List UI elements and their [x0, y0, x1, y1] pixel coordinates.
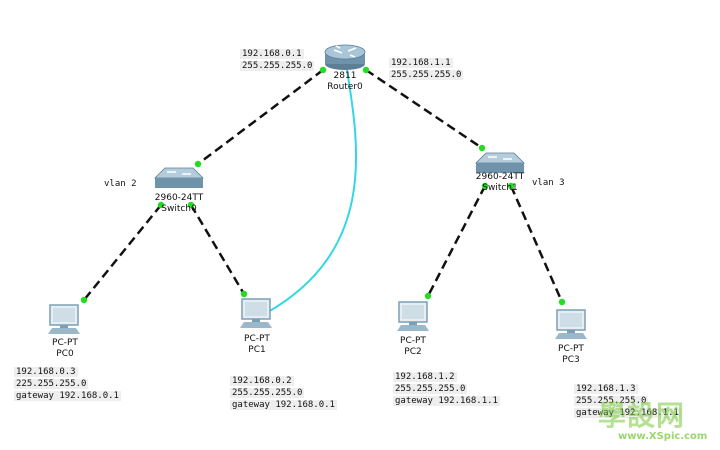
pc1-name: PC1	[248, 345, 266, 355]
console-cable[interactable]	[267, 69, 358, 313]
pc-icon[interactable]	[48, 304, 80, 334]
pc3-mask: 255.255.255.0	[574, 396, 649, 406]
pc0-ip: 192.168.0.3	[14, 367, 78, 377]
watermark-url: www.XSpic.com	[618, 431, 708, 442]
switch0-name: Switch0	[161, 204, 197, 214]
pc-icon[interactable]	[240, 298, 272, 328]
link-switch0-pc0[interactable]	[83, 204, 162, 301]
pc2-type: PC-PT	[400, 336, 426, 346]
router-if0-ip: 192.168.0.1	[240, 49, 304, 59]
pc3-name: PC3	[562, 355, 580, 365]
pc2-config: 192.168.1.2 255.255.255.0 gateway 192.168.…	[393, 371, 500, 407]
link-switch1-pc3[interactable]	[509, 185, 564, 303]
port-dot	[240, 290, 248, 298]
pc0-config: 192.168.0.3 225.255.255.0 gateway 192.168.…	[14, 366, 121, 402]
watermark-text: 學設网	[598, 399, 686, 432]
switch0-vlan: vlan 2	[104, 179, 137, 189]
link-switch0-pc1[interactable]	[189, 204, 246, 295]
router-icon[interactable]	[324, 44, 366, 70]
pc3-config: 192.168.1.3 255.255.255.0 gateway 192.168.…	[574, 383, 681, 419]
switch1-vlan: vlan 3	[532, 178, 565, 188]
router-name: Router0	[327, 82, 363, 92]
switch1-name: Switch1	[482, 183, 518, 193]
pc0-gateway: gateway 192.168.0.1	[14, 391, 121, 401]
pc3-gateway: gateway 192.168.1.1	[574, 408, 681, 418]
pc1-gateway: gateway 192.168.0.1	[230, 400, 337, 410]
router-if0-label: 192.168.0.1 255.255.255.0	[240, 48, 315, 72]
router-model: 2811	[333, 71, 357, 81]
pc0-type: PC-PT	[52, 338, 78, 348]
router-if1-label: 192.168.1.1 255.255.255.0	[389, 57, 464, 81]
router-if1-ip: 192.168.1.1	[389, 58, 453, 68]
router-if1-mask: 255.255.255.0	[389, 70, 464, 80]
port-indicators	[80, 66, 566, 306]
switch0-model: 2960-24TT	[154, 193, 204, 203]
pc1-ip: 192.168.0.2	[230, 376, 294, 386]
switch1-model: 2960-24TT	[475, 172, 525, 182]
port-dot	[424, 292, 432, 300]
pc2-name: PC2	[404, 347, 422, 357]
port-dot	[319, 66, 327, 74]
pc3-ip: 192.168.1.3	[574, 384, 638, 394]
pc2-mask: 255.255.255.0	[393, 384, 468, 394]
port-dot	[187, 201, 195, 209]
pc1-type: PC-PT	[244, 334, 270, 344]
port-dot	[507, 182, 515, 190]
pc-icon[interactable]	[555, 309, 587, 339]
port-dot	[157, 201, 165, 209]
pc2-ip: 192.168.1.2	[393, 372, 457, 382]
pc0-mask: 225.255.255.0	[14, 379, 89, 389]
pc0-name: PC0	[56, 349, 74, 359]
port-dot	[558, 298, 566, 306]
port-dot	[478, 144, 486, 152]
pc-icon[interactable]	[397, 301, 429, 331]
link-switch1-pc2[interactable]	[426, 185, 487, 297]
router-if0-mask: 255.255.255.0	[240, 61, 315, 71]
port-dot	[362, 66, 370, 74]
port-dot	[80, 296, 88, 304]
pc1-mask: 255.255.255.0	[230, 388, 305, 398]
pc1-config: 192.168.0.2 255.255.255.0 gateway 192.168.…	[230, 375, 337, 411]
port-dot	[481, 182, 489, 190]
switch-icon[interactable]	[475, 152, 525, 173]
port-dot	[194, 160, 202, 168]
links	[83, 68, 564, 303]
link-router-switch0[interactable]	[197, 69, 324, 165]
link-router-switch1[interactable]	[365, 68, 483, 150]
pc3-type: PC-PT	[558, 344, 584, 354]
switch-icon[interactable]	[154, 167, 204, 188]
pc2-gateway: gateway 192.168.1.1	[393, 396, 500, 406]
